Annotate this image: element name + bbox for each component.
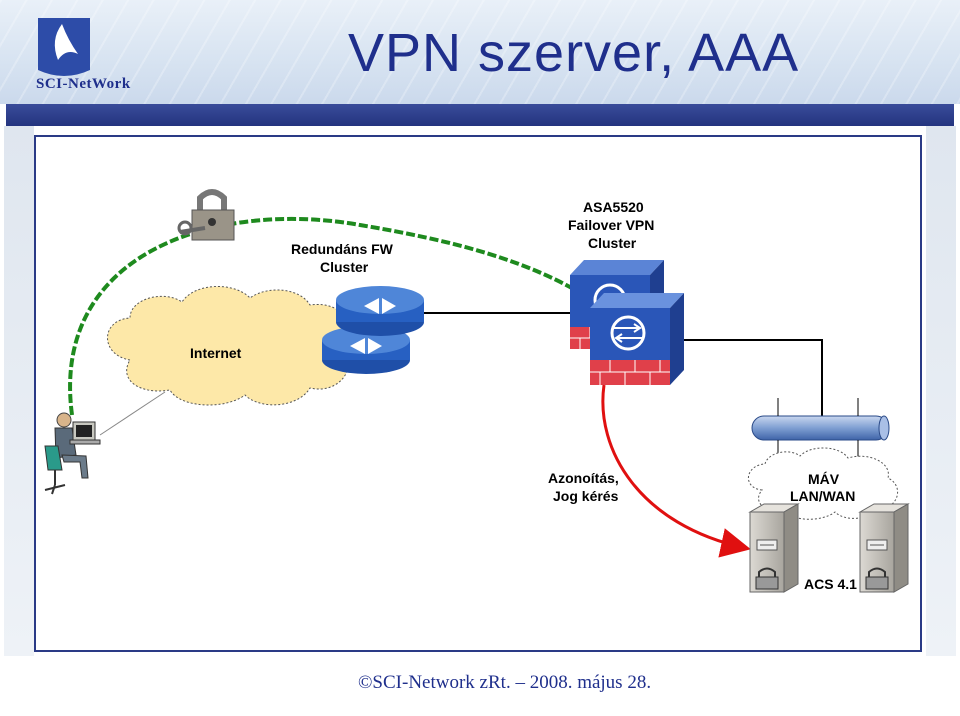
left-side-texture <box>4 126 34 656</box>
header-background <box>0 0 960 104</box>
auth-request-arrow <box>601 384 751 558</box>
acs-server-1 <box>748 503 800 593</box>
vpn-label-line-2: Failover VPN <box>568 217 654 233</box>
fw-label-line-2: Cluster <box>320 259 369 275</box>
lan-switch-bus <box>751 398 890 470</box>
user-link-line <box>99 391 166 436</box>
vpn-tunnel-line <box>68 216 594 416</box>
acs-label: ACS 4.1 <box>804 576 857 592</box>
lan-label-line-2: LAN/WAN <box>790 488 855 504</box>
acs-server-2 <box>858 503 910 593</box>
vpn-to-switch-link <box>682 339 823 418</box>
slide-title: VPN szerver, AAA <box>348 23 800 83</box>
internet-label: Internet <box>190 345 242 361</box>
remote-user-icon <box>44 412 101 495</box>
vpn-label-line-3: Cluster <box>588 235 637 251</box>
auth-label-line-2: Jog kérés <box>553 488 619 504</box>
right-side-texture <box>926 126 956 656</box>
lock-key-icon <box>177 189 235 241</box>
footer-copyright: ©SCI-Network zRt. – 2008. május 28. <box>358 672 652 693</box>
vpn-label-line-1: ASA5520 <box>583 199 644 215</box>
logo-graphic <box>38 18 90 76</box>
asa-appliance-front <box>590 293 684 385</box>
auth-label-line-1: Azonoítás, <box>548 470 619 486</box>
logo-text: SCI-NetWork <box>36 76 131 92</box>
title-bar-strip <box>6 104 954 126</box>
company-logo <box>20 10 170 105</box>
fw-label-line-1: Redundáns FW <box>291 241 394 257</box>
lan-label-line-1: MÁV <box>808 471 840 487</box>
fw-router-upper <box>336 286 424 336</box>
